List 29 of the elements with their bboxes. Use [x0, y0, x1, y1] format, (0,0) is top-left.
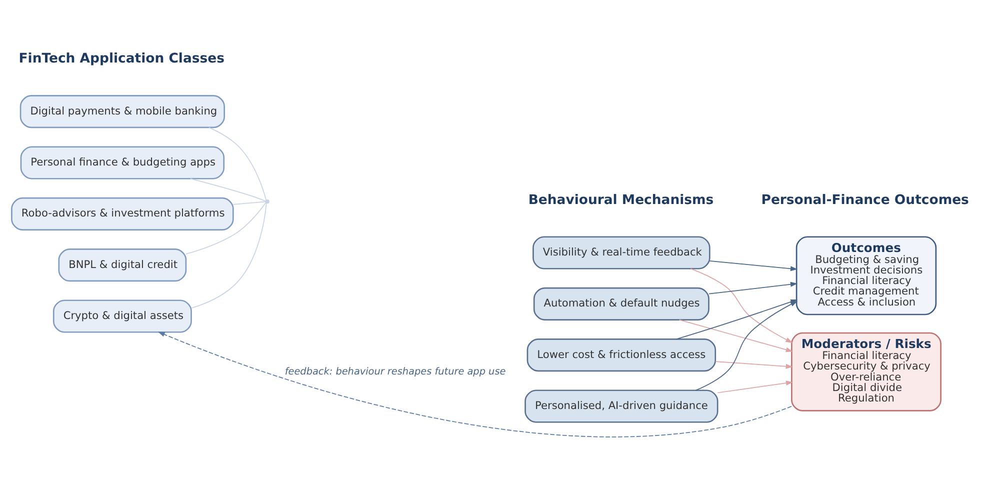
node-box: Robo-advisors & investment platforms: [11, 196, 234, 230]
node-point: [265, 199, 270, 204]
arrow: [690, 268, 793, 342]
node-box: Digital payments & mobile banking: [20, 94, 225, 128]
connector: [186, 202, 266, 254]
connector: [190, 178, 266, 202]
node-box: Moderators / Risks Financial literacy Cybersecurity & privacy Over-reliance Digital divide Regulation: [791, 332, 942, 411]
node-box: Personalised, AI-driven guidance: [524, 389, 718, 422]
connector: [208, 126, 267, 200]
node-box: Automation & default nudges: [533, 286, 710, 320]
label: Behavioural Mechanisms: [528, 192, 714, 208]
node-box: Visibility & real-time feedback: [532, 236, 710, 269]
arrow: [717, 380, 794, 393]
arrow: [708, 281, 798, 294]
connector: [190, 202, 267, 308]
node-box: Outcomes Budgeting & saving Investment decisions Financial literacy Credit management Access & inclusion: [796, 236, 937, 315]
label: Personal-Finance Outcomes: [761, 192, 969, 208]
node-box: Personal finance & budgeting apps: [20, 146, 225, 179]
arrow: [695, 300, 798, 390]
arrow: [158, 331, 792, 437]
arrow: [678, 318, 793, 352]
connector: [232, 200, 266, 204]
node-box: BNPL & digital credit: [58, 248, 187, 282]
arrow: [709, 260, 798, 271]
edge-label: feedback: behaviour reshapes future app use: [284, 366, 506, 377]
label: FinTech Application Classes: [18, 51, 224, 66]
node-box: Crypto & digital assets: [52, 299, 192, 332]
arrow: [715, 360, 793, 368]
node-box: Lower cost & frictionless access: [526, 338, 716, 372]
